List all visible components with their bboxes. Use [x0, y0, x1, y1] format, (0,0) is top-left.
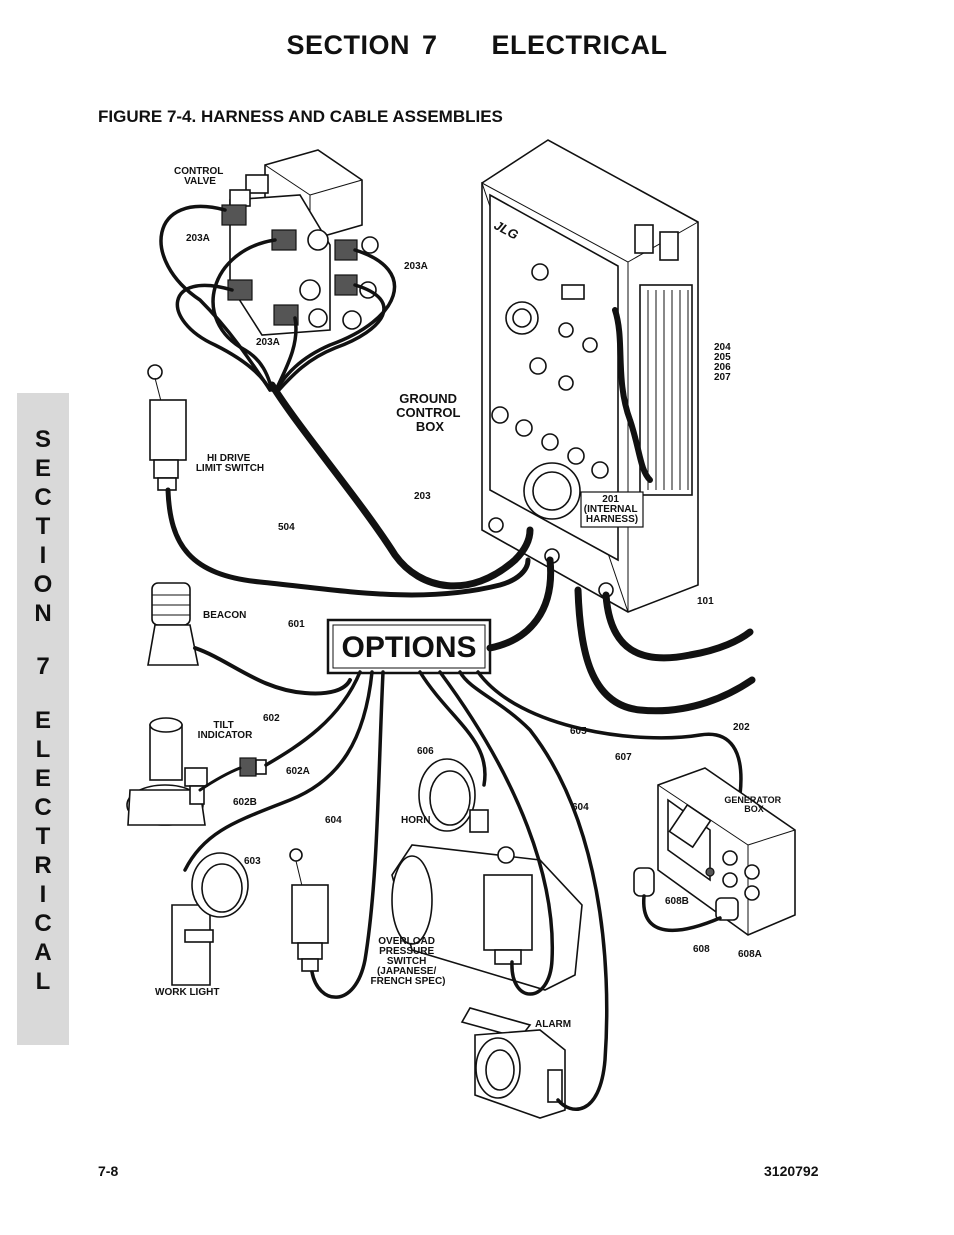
side-tab-letter: E — [34, 455, 51, 482]
label-204: 204 — [714, 342, 731, 353]
label-101: 101 — [697, 596, 714, 607]
label-tilt-indicator: TILT INDICATOR — [198, 720, 253, 741]
harness-602B — [198, 766, 242, 792]
connector-602 — [239, 757, 267, 777]
side-tab-letter: I — [39, 542, 47, 569]
side-tab-letter: T — [35, 513, 51, 540]
doc-number: 3120792 — [764, 1163, 819, 1179]
options-box-inner — [332, 624, 486, 669]
internal-harness-callout — [580, 491, 644, 528]
overload-pressure-switch — [391, 844, 583, 991]
section-title: SECTION 7 ELECTRICAL — [0, 30, 954, 61]
label-607: 607 — [615, 752, 632, 763]
label-604-left: 604 — [325, 815, 342, 826]
label-203a-bottom: 203A — [256, 337, 280, 348]
harness-203 — [268, 381, 534, 590]
label-203a-right: 203A — [404, 261, 428, 272]
label-control-valve: CONTROL VALVE — [174, 166, 226, 187]
label-602a: 602A — [286, 766, 310, 777]
section-side-tab: S E C T I O N 7 E L E C T R I C A L — [17, 393, 69, 1045]
label-603: 603 — [244, 856, 261, 867]
side-tab-letter: I — [39, 881, 47, 908]
label-ground-control-box: GROUND CONTROL BOX — [396, 391, 464, 434]
harness-603 — [183, 670, 374, 872]
work-light — [171, 852, 249, 986]
side-tab-letter: E — [34, 765, 51, 792]
harness-504 — [165, 487, 531, 598]
side-tab-letter: R — [34, 852, 52, 879]
harness-203A — [159, 204, 397, 394]
side-tab-letter: L — [35, 736, 51, 763]
harness-608 — [642, 894, 722, 933]
figure-title: FIGURE 7-4. HARNESS AND CABLE ASSEMBLIES — [98, 107, 503, 126]
side-tab-letter: N — [34, 600, 52, 627]
label-beacon: BEACON — [203, 610, 246, 621]
label-options: OPTIONS — [341, 631, 476, 664]
label-horn: HORN — [401, 815, 430, 826]
label-work-light: WORK LIGHT — [155, 987, 219, 998]
side-tab-letter: S — [34, 426, 51, 453]
alarm — [460, 1007, 566, 1119]
harness-607 — [476, 670, 743, 797]
label-606: 606 — [417, 746, 434, 757]
side-tab-letter: L — [35, 968, 51, 995]
label-203: 203 — [414, 491, 431, 502]
harness-604-left — [310, 670, 385, 999]
side-tab-letter: E — [34, 707, 51, 734]
label-generator-box: GENERATOR BOX — [724, 795, 783, 814]
label-205: 205 — [714, 352, 731, 363]
side-tab-letter: A — [34, 939, 52, 966]
label-601: 601 — [288, 619, 305, 630]
label-207: 207 — [714, 372, 731, 383]
label-602b: 602B — [233, 797, 257, 808]
label-602: 602 — [263, 713, 280, 724]
horn — [418, 758, 489, 833]
hi-drive-limit-switch — [147, 364, 187, 491]
harness-box-options — [486, 556, 555, 652]
label-206: 206 — [714, 362, 731, 373]
harness-606 — [418, 670, 487, 787]
diagram-labels: CONTROL VALVE 203A 203A 203A GROUND CONT… — [155, 166, 783, 1030]
limit-switch — [289, 848, 329, 972]
label-alarm: ALARM — [535, 1019, 571, 1030]
label-608b: 608B — [665, 896, 689, 907]
label-608: 608 — [693, 944, 710, 955]
label-202: 202 — [733, 722, 750, 733]
connector-608 — [633, 867, 739, 921]
harness-alarm — [458, 670, 609, 1111]
label-internal-harness: 201 (INTERNAL HARNESS) — [584, 494, 640, 525]
page-number: 7-8 — [98, 1163, 119, 1179]
label-hi-drive-limit-switch: HI DRIVE LIMIT SWITCH — [196, 453, 264, 474]
label-504: 504 — [278, 522, 295, 533]
ground-control-box: JLG — [481, 139, 699, 613]
cable-101 — [602, 591, 754, 662]
label-605: 605 — [570, 726, 587, 737]
section-number: SECTION 7 — [286, 30, 438, 60]
side-tab-letter: C — [34, 794, 52, 821]
beacon — [147, 582, 199, 666]
section-subject: ELECTRICAL — [491, 30, 668, 60]
label-608a: 608A — [738, 949, 762, 960]
side-tab-letter: 7 — [36, 653, 50, 680]
side-tab-letter: C — [34, 910, 52, 937]
label-203a-top: 203A — [186, 233, 210, 244]
cable-202 — [574, 586, 756, 715]
control-valve — [221, 149, 379, 336]
harness-601 — [193, 646, 352, 696]
side-tab-letter: O — [33, 571, 53, 598]
label-overload-pressure-switch: OVERLOAD PRESSURE SWITCH (JAPANESE/ FREN… — [370, 936, 445, 987]
tilt-indicator — [126, 717, 208, 826]
harness-604-right — [438, 670, 555, 996]
harness-602 — [264, 670, 362, 767]
generator-box — [657, 767, 796, 936]
label-604-right: 604 — [572, 802, 589, 813]
side-tab-letter: C — [34, 484, 52, 511]
side-tab-letter: T — [35, 823, 51, 850]
